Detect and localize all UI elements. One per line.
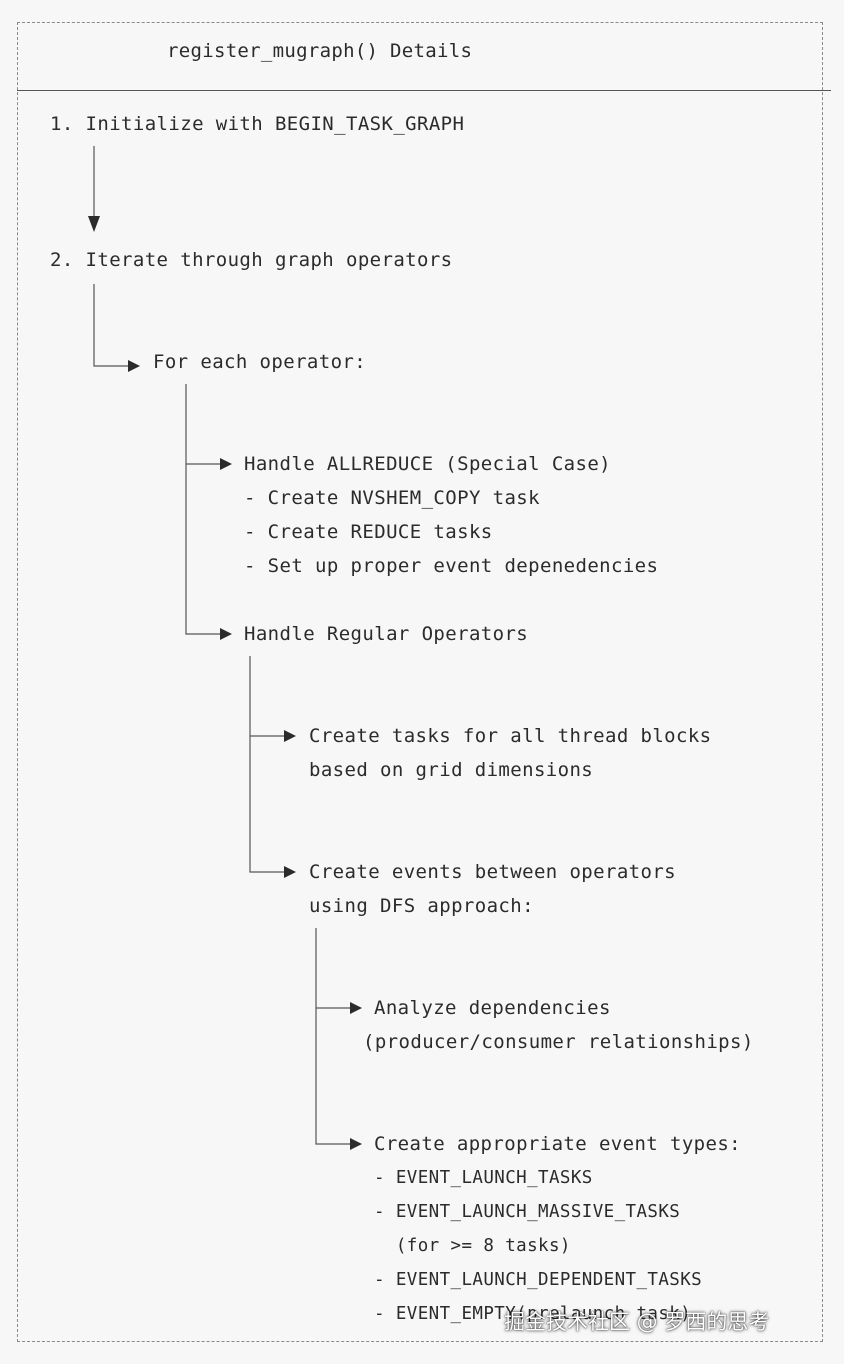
create-events-line: Create events between operators <box>309 861 677 883</box>
title-separator <box>17 90 831 91</box>
step-1: 1. Initialize with BEGIN_TASK_GRAPH <box>50 113 465 135</box>
create-tasks-line: based on grid dimensions <box>309 759 594 781</box>
allreduce-item: - Create NVSHEM_COPY task <box>244 487 540 509</box>
allreduce-item: - Set up proper event depenedencies <box>244 555 659 577</box>
event-type-item: - EVENT_LAUNCH_DEPENDENT_TASKS <box>374 1270 703 1290</box>
allreduce-heading: Handle ALLREDUCE (Special Case) <box>244 453 612 475</box>
event-type-item: - EVENT_LAUNCH_MASSIVE_TASKS <box>374 1202 681 1222</box>
create-events-line: using DFS approach: <box>309 895 534 917</box>
event-type-item: (for >= 8 tasks) <box>374 1236 571 1256</box>
dependencies-detail: (producer/consumer relationships) <box>363 1031 754 1053</box>
diagram-title: register_mugraph() Details <box>167 40 473 62</box>
dependencies-heading: Analyze dependencies <box>374 997 611 1019</box>
step-2: 2. Iterate through graph operators <box>50 249 453 271</box>
event-type-item: - EVENT_EMPTY(prelaunch task) <box>374 1304 692 1324</box>
regular-heading: Handle Regular Operators <box>244 623 529 645</box>
event-types-heading: Create appropriate event types: <box>374 1133 742 1155</box>
event-type-item: - EVENT_LAUNCH_TASKS <box>374 1168 593 1188</box>
diagram-frame <box>17 22 823 1342</box>
for-each-operator: For each operator: <box>153 351 367 373</box>
watermark: 掘金技术社区 @ 罗西的思考 <box>504 1310 770 1334</box>
allreduce-item: - Create REDUCE tasks <box>244 521 493 543</box>
create-tasks-line: Create tasks for all thread blocks <box>309 725 712 747</box>
